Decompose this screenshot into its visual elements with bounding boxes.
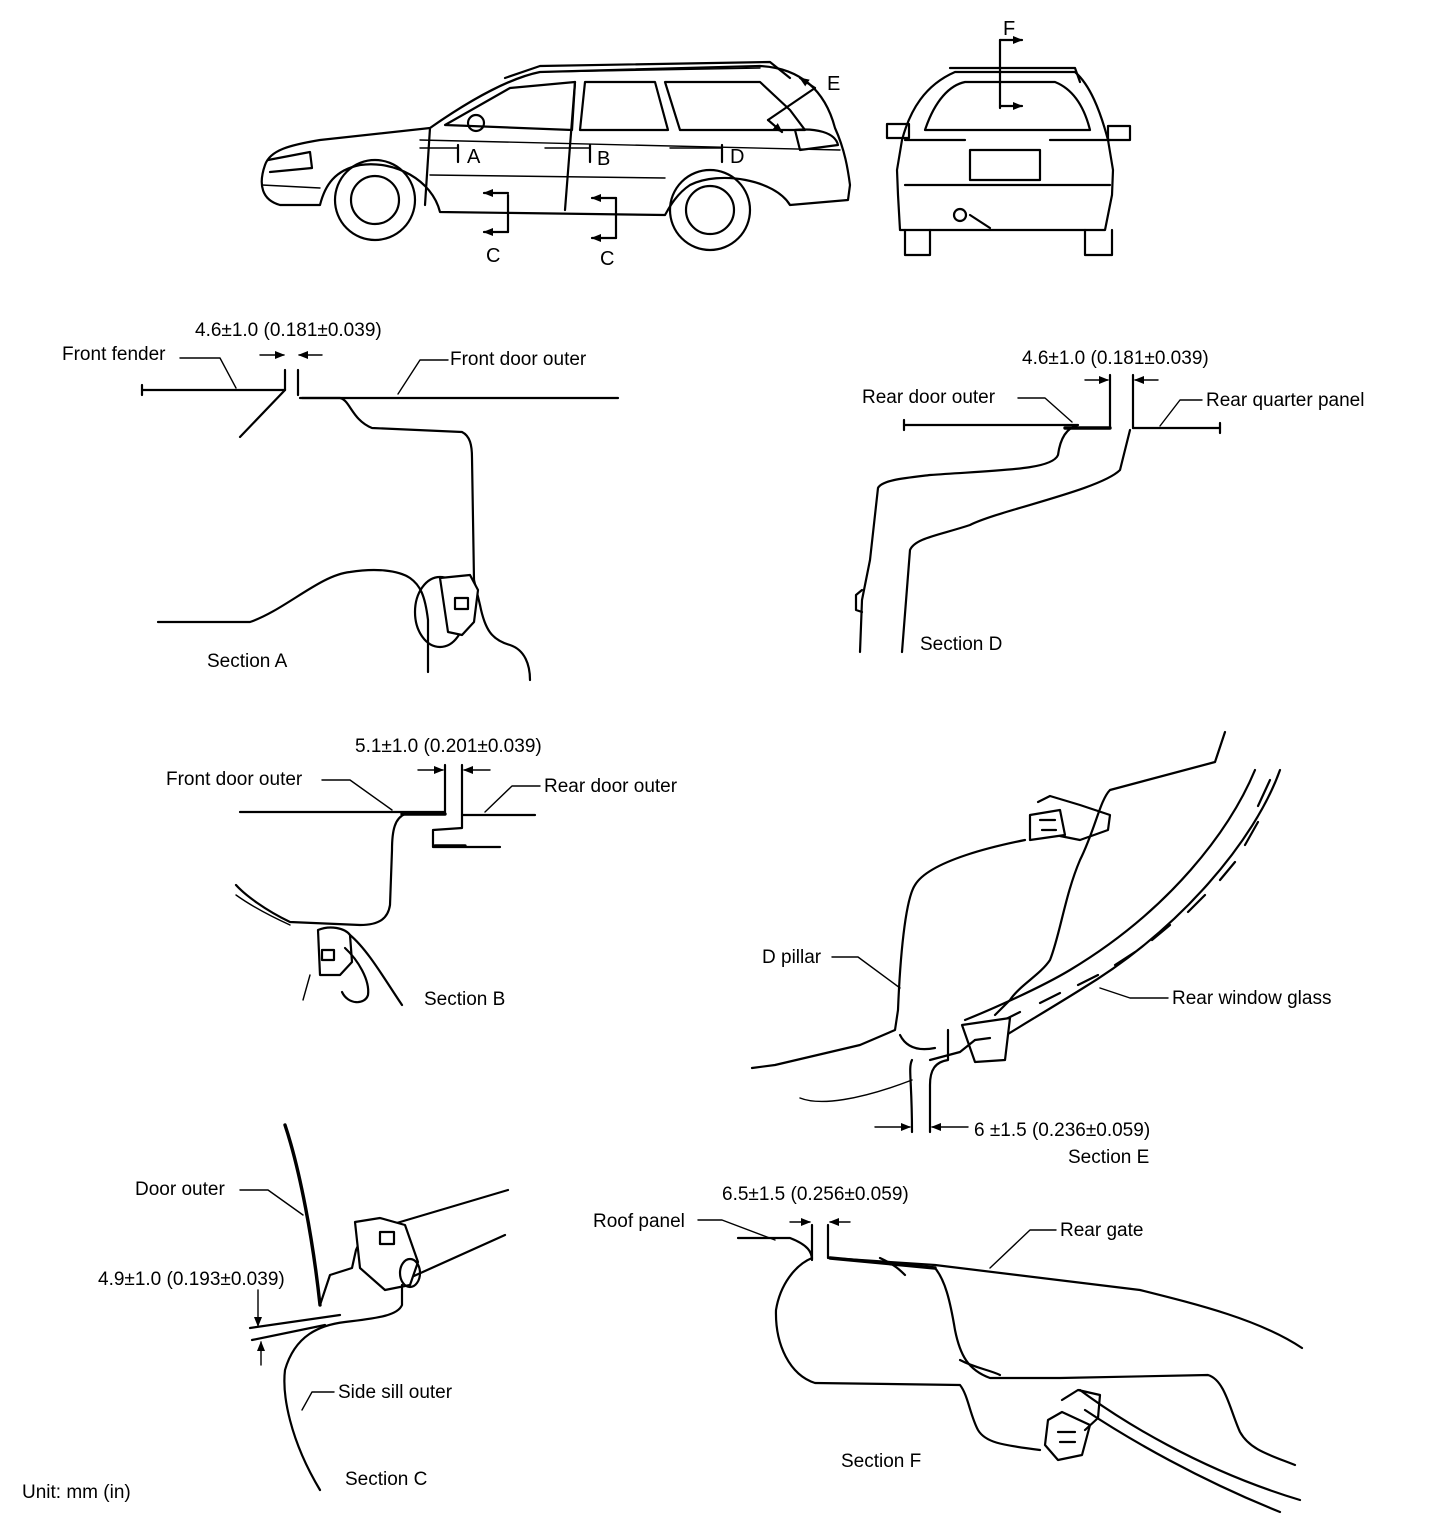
unit-note: Unit: mm (in)	[22, 1482, 131, 1503]
marker-c-front: C	[486, 245, 500, 267]
section-f-title: Section F	[841, 1451, 921, 1472]
label-rear-gate: Rear gate	[1060, 1220, 1143, 1241]
section-e-title: Section E	[1068, 1147, 1149, 1168]
section-a-title: Section A	[207, 651, 288, 672]
marker-c-rear: C	[600, 248, 614, 270]
section-f: 6.5±1.5 (0.256±0.059) Roof panel Rear ga…	[593, 1184, 1304, 1514]
section-c: 4.9±1.0 (0.193±0.039) Door outer Side si…	[98, 1123, 510, 1492]
section-c-title: Section C	[345, 1469, 427, 1490]
section-e-dimension: 6 ±1.5 (0.236±0.059)	[974, 1120, 1150, 1141]
section-f-dimension: 6.5±1.5 (0.256±0.059)	[722, 1184, 909, 1205]
marker-f: F	[1003, 18, 1015, 40]
label-front-door-outer-b: Front door outer	[166, 769, 303, 790]
label-rear-door-outer-d: Rear door outer	[862, 387, 996, 408]
marker-d: D	[730, 146, 744, 168]
label-rear-door-outer-b: Rear door outer	[544, 776, 678, 797]
label-rear-quarter-panel: Rear quarter panel	[1206, 390, 1364, 411]
section-a-dimension: 4.6±1.0 (0.181±0.039)	[195, 320, 382, 341]
marker-a: A	[467, 146, 481, 168]
label-front-door-outer-a: Front door outer	[450, 349, 587, 370]
section-b-title: Section B	[424, 989, 505, 1010]
label-d-pillar: D pillar	[762, 947, 822, 968]
car-side-view: A B C C D E	[260, 60, 852, 270]
section-d: 4.6±1.0 (0.181±0.039) Rear door outer Re…	[854, 348, 1364, 655]
label-side-sill-outer: Side sill outer	[338, 1382, 453, 1403]
section-d-dimension: 4.6±1.0 (0.181±0.039)	[1022, 348, 1209, 369]
section-e: 6 ±1.5 (0.236±0.059) D pillar Rear windo…	[750, 730, 1331, 1168]
section-b-dimension: 5.1±1.0 (0.201±0.039)	[355, 736, 542, 757]
marker-b: B	[597, 148, 610, 170]
car-rear-view: F	[885, 18, 1132, 257]
section-b: 5.1±1.0 (0.201±0.039) Front door outer R…	[166, 736, 678, 1010]
section-c-dimension: 4.9±1.0 (0.193±0.039)	[98, 1269, 285, 1290]
section-d-title: Section D	[920, 634, 1002, 655]
label-front-fender: Front fender	[62, 344, 166, 365]
label-roof-panel: Roof panel	[593, 1211, 685, 1232]
label-rear-window-glass: Rear window glass	[1172, 988, 1331, 1009]
section-a: 4.6±1.0 (0.181±0.039) Front fender Front…	[62, 320, 620, 682]
marker-e: E	[827, 73, 840, 95]
label-door-outer-c: Door outer	[135, 1179, 225, 1200]
